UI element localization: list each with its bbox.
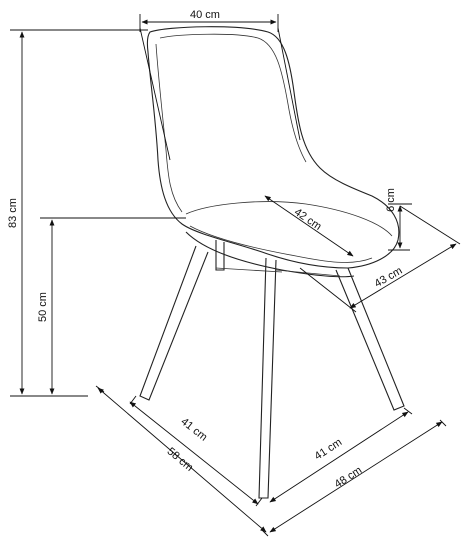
chair-illustration bbox=[139, 26, 405, 499]
ext-line bbox=[439, 419, 447, 427]
ext-line bbox=[277, 27, 301, 141]
dim-arrow bbox=[264, 195, 354, 257]
dim-total-height: 83 cm bbox=[7, 29, 148, 397]
label-base-depth-inner: 41 cm bbox=[178, 416, 209, 444]
dim-arrow bbox=[349, 243, 457, 309]
chair-backrest-inner bbox=[159, 33, 307, 163]
ext-line bbox=[299, 267, 357, 313]
dim-base-width-outer: 48 cm bbox=[269, 419, 447, 533]
dim-arrow bbox=[97, 387, 267, 533]
ext-line bbox=[95, 385, 105, 393]
chair-leg-back-right bbox=[335, 267, 405, 411]
chair-stretcher bbox=[215, 267, 341, 277]
label-top-width: 40 cm bbox=[190, 9, 220, 21]
chair-leg-front-center bbox=[258, 257, 277, 499]
chair-backrest-outline bbox=[146, 26, 400, 269]
label-seat-depth: 42 cm bbox=[292, 206, 324, 233]
dim-base-depth-outer: 58 cm bbox=[95, 385, 269, 537]
dim-seat-thickness: 6 cm bbox=[385, 188, 412, 251]
label-base-depth-outer: 58 cm bbox=[165, 445, 196, 473]
ext-line bbox=[399, 205, 461, 245]
chair-seat-cushion bbox=[189, 225, 373, 263]
ext-line bbox=[403, 407, 413, 415]
dim-arrow bbox=[269, 421, 443, 533]
label-seat-thickness: 6 cm bbox=[385, 188, 397, 212]
label-seat-width: 43 cm bbox=[373, 265, 405, 290]
dim-base-depth-inner: 41 cm bbox=[129, 395, 263, 507]
chair-backrest-side bbox=[155, 43, 183, 213]
dim-top-width: 40 cm bbox=[139, 9, 301, 161]
chair-seat-surface bbox=[185, 201, 393, 237]
ext-line bbox=[255, 497, 263, 507]
ext-line bbox=[139, 27, 171, 161]
dim-arrow bbox=[129, 401, 259, 505]
label-base-width-outer: 48 cm bbox=[333, 464, 365, 490]
chair-leg-front-left bbox=[139, 245, 209, 401]
label-base-width-inner: 41 cm bbox=[313, 436, 345, 462]
chair-seat-underside bbox=[185, 231, 355, 278]
dim-seat-depth: 42 cm bbox=[264, 195, 354, 257]
dim-seat-height: 50 cm bbox=[37, 217, 186, 395]
label-seat-height: 50 cm bbox=[37, 292, 49, 322]
chair-leg-back-left bbox=[215, 240, 225, 271]
label-total-height: 83 cm bbox=[7, 198, 19, 228]
